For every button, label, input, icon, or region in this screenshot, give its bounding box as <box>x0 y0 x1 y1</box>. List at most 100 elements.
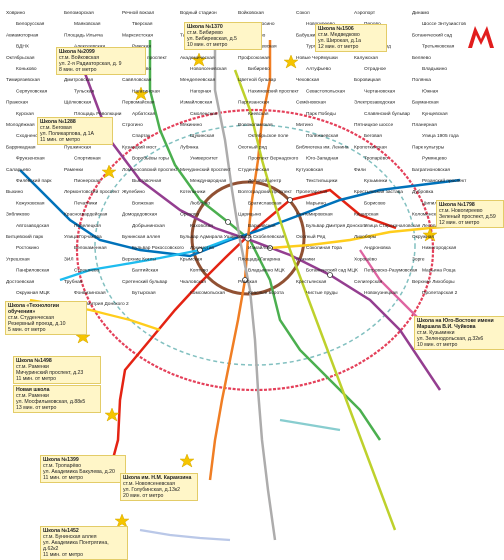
station-label: Чеховская <box>296 77 320 83</box>
station-label: Полежаевская <box>306 133 339 139</box>
station-label: Профсоюзная <box>238 55 270 61</box>
lyublinskaya-line <box>233 69 397 531</box>
callout-title: Школа №1399 <box>43 457 79 463</box>
station-label: Первомайская <box>122 99 155 106</box>
station-label: Площадь Ильича <box>64 32 103 38</box>
station-label: Раменки <box>64 167 83 173</box>
station-label: Багратионовская <box>412 167 450 173</box>
station-label: Третьяковская <box>422 44 455 50</box>
station-label: Братиславская <box>248 200 282 206</box>
station-label: Парк культуры <box>412 144 445 150</box>
station-label: Коломенская <box>412 212 442 218</box>
station-label: Стрешнево <box>74 268 100 274</box>
station-label: Владыкино <box>422 66 447 72</box>
callout-line: ул. Академика Понтрягина, д.62к2 <box>43 540 109 552</box>
station-label: Петровско-Разумовская <box>364 268 418 274</box>
station-label: Зябликово <box>6 212 30 218</box>
station-label: Римская <box>238 279 257 285</box>
school-callout[interactable]: Школа №1288 ст.м. Беговая ул. Поликарпов… <box>37 117 113 145</box>
station-label: Новоясеневская <box>190 66 227 72</box>
callout-line: ст.м. Кузьминки <box>417 330 455 336</box>
school-callout[interactable]: Школа №1452 ст.м. Бунинская аллея ул. Ак… <box>40 526 128 560</box>
station-label: Коньково <box>16 66 37 72</box>
station-label: Павелецкая <box>74 223 101 229</box>
callout-line: 8 мин. от метро <box>59 67 97 73</box>
station-label: Красные ворота <box>248 290 284 296</box>
school-callout[interactable]: Школа им. Н.М. Карамзина ст.м. Новоясене… <box>120 473 198 501</box>
transfer-nodes <box>197 197 333 283</box>
callout-line: ст.м. Бибирево <box>187 30 223 36</box>
station-label: Строгино <box>122 122 143 128</box>
station-label: Боровицкая <box>354 77 381 83</box>
station-label: Пушкинская <box>64 144 91 150</box>
callout-line: ст.м. Новоясеневская <box>123 481 175 487</box>
callout-line: ул. Мосфильмовская, д.88к5 <box>16 399 86 405</box>
station-label: Автозаводская <box>16 223 49 229</box>
school-callout[interactable]: Школа на Юго-Востоке имени Маршала В.И. … <box>414 316 504 350</box>
station-label: Площадь Революции <box>74 111 122 117</box>
station-label: Угрешская <box>6 256 30 262</box>
callout-line: ст.м. Беговая <box>40 125 72 131</box>
station-label: Дмитровская <box>64 77 94 83</box>
station-label: Авиамоторная <box>6 32 39 38</box>
station-label: Бульвар Дмитрия Донского <box>306 223 367 229</box>
station-label: Ботанический сад <box>412 31 452 38</box>
station-label: Охотный ряд <box>238 143 267 150</box>
school-callout[interactable]: Новая школа ст.м. Раменки ул. Мосфильмов… <box>13 385 101 413</box>
station-label: Партизанская <box>238 100 269 106</box>
koltsevaya-ring-line <box>190 180 306 296</box>
kakhovskaya-line <box>279 418 341 432</box>
school-callout[interactable]: Школа №2099 ст.м. Войковская ул. 2-я Рад… <box>56 47 146 75</box>
station-label: Спартак <box>132 133 151 139</box>
station-label: Марксистская <box>122 32 153 38</box>
station-label: Славянский бульвар <box>364 110 410 117</box>
station-label: Менделеевская <box>180 77 216 83</box>
station-label: Водный стадион <box>180 9 217 16</box>
school-callout[interactable]: Школа №1370 ст.м. Бибирево ул. Бибиревск… <box>184 22 262 50</box>
station-label: Спортивная <box>74 156 101 162</box>
station-label: Селигерская <box>354 279 383 285</box>
station-label: Улица Старокачаловская <box>364 223 421 229</box>
station-label: Крымская <box>180 256 202 262</box>
station-label: Ломоносовский проспект <box>122 166 179 173</box>
callout-line: 13 мин. от метро <box>16 405 57 411</box>
school-callout[interactable]: Школа №1399 ст.м. Тропарёво ул. Академик… <box>40 455 126 483</box>
callout-line: ст.м. Новогиреево <box>439 208 483 214</box>
station-label: Борисово <box>364 200 386 206</box>
star-icon <box>104 407 120 422</box>
callout-line: 12 мин. от метро <box>318 44 359 50</box>
station-label: Фили <box>354 167 366 173</box>
station-label: Жулебино <box>122 189 145 195</box>
station-label: Волжская <box>132 200 154 206</box>
sokolnicheskaya-line <box>108 188 397 471</box>
station-label: Пролетарская <box>296 189 328 195</box>
school-callout[interactable]: Школа №1498 ст.м. Раменки Мичуринский пр… <box>13 356 101 384</box>
station-label: Сухаревская <box>248 44 277 50</box>
station-label: Бульвар Дмитрия Донского 2 <box>64 301 129 307</box>
school-callout[interactable]: Школа №1798 ст.м. Новогиреево Зеленый пр… <box>436 200 504 228</box>
station-label: Сходненская <box>16 133 45 139</box>
station-label: Кузнецкий мост <box>122 143 158 150</box>
station-label: Домодедовская <box>122 212 157 218</box>
station-label: Лубянка <box>180 144 199 150</box>
callout-line: 11 мин. от метро <box>16 376 57 382</box>
station-label: Окружная <box>412 234 434 240</box>
callout-line: ст.м. Раменки <box>16 393 49 399</box>
school-callout[interactable]: Школа «Технологии обучения» ст.м. Студен… <box>5 301 87 335</box>
station-label: Соколиная Гора <box>306 245 342 251</box>
station-label: Саларьево <box>6 167 31 173</box>
station-label: Кропоткинская <box>354 144 387 150</box>
station-label: Марьино <box>306 200 326 206</box>
station-label: Андроновка <box>364 245 391 251</box>
callout-line: ст.м. Раменки <box>16 364 49 370</box>
station-label: Румянцево <box>422 156 447 162</box>
station-label: Фрунзенская <box>16 156 45 162</box>
school-callout[interactable]: Школа №1506 ст.м. Медведково ул. Широкая… <box>315 24 387 52</box>
station-label: Достоевская <box>6 279 35 285</box>
station-label: Волгоградский проспект <box>238 188 293 195</box>
callout-line: 5 мин. от метро <box>8 327 46 333</box>
station-label: Балтийская <box>132 267 158 274</box>
station-label: Сретенский бульвар <box>122 278 168 285</box>
station-label: Цветной бульвар <box>238 76 276 83</box>
